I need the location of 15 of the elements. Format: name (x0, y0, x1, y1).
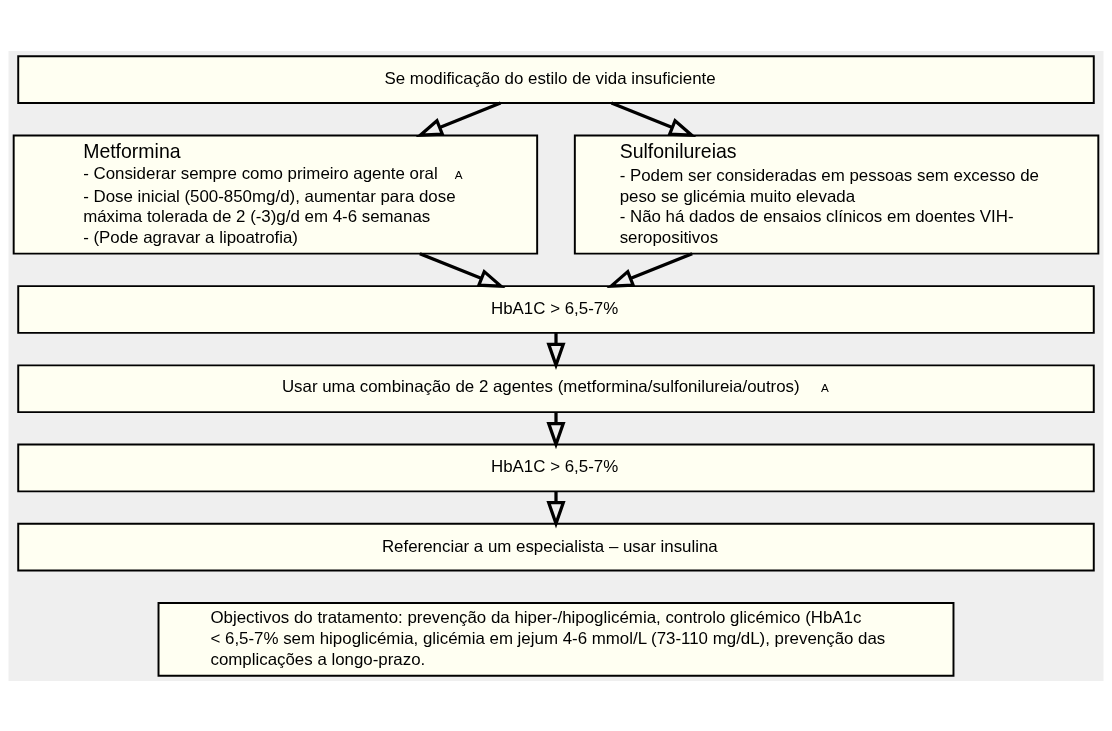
node-box: HbA1C > 6,5-7% (17, 443, 1095, 492)
arrow (546, 332, 566, 370)
arrow (546, 411, 566, 449)
node-box: Referenciar a um especialista – usar insulina (17, 522, 1095, 572)
node-box: Objectivos do tratamento: prevenção da hiper-/hipoglicémia, controlo glicémico (HbA1c < 6,5-7% sem hipoglicémia, glicémia em jejum 4-6 mmol/L (73-110 mg/dL), prevenção das complicações a longo-prazo. (157, 601, 955, 677)
arrow (546, 490, 566, 528)
node-box: Se modificação do estilo de vida insuficiente (17, 54, 1095, 104)
node-box: HbA1C > 6,5-7% (17, 284, 1095, 334)
node-box: Sulfonilureias - Podem ser consideradas em pessoas sem excesso de peso se glicémia muito elevada - Não há dados de ensaios clínicos em doentes VIH-seropositivos (573, 133, 1100, 255)
arrow (415, 101, 502, 137)
node-box: Usar uma combinação de 2 agentes (metformina/sulfonilureia/outros) A (17, 363, 1095, 413)
arrow (610, 101, 697, 137)
arrow (419, 251, 506, 288)
node-box: Metformina - Considerar sempre como primeiro agente oral A - Dose inicial (500-850mg/d), aumentar para dose máxima tolerada de 2 (-3)g/d em 4-6 semanas - (Pode agravar a lipoatrofia) (12, 133, 539, 255)
arrow (606, 251, 693, 288)
